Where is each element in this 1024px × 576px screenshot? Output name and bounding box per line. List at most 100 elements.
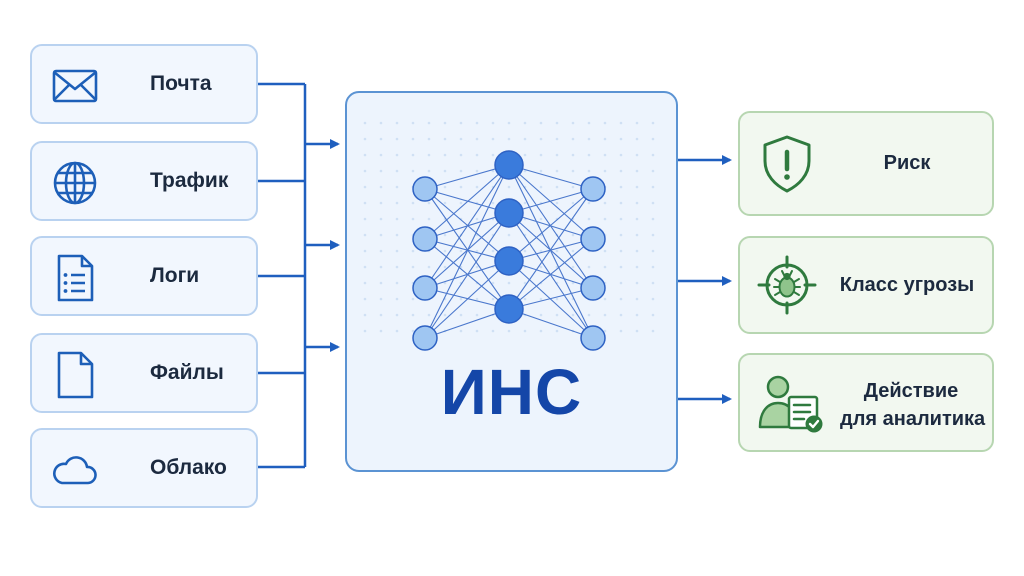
network-edge [424,308,510,339]
background-dot-grid [363,121,655,333]
background-dot [571,153,575,157]
neural-network-block: ИНС [345,91,678,472]
hidden-node [494,150,524,180]
background-dot [475,249,479,253]
background-dot [379,201,383,205]
background-dot [651,185,655,189]
network-edge [508,238,594,310]
output-label-analyst-line1: Действие [863,380,959,402]
background-dot [379,217,383,221]
background-dot [651,201,655,205]
background-dot [363,313,367,317]
network-edge [424,260,510,339]
network-nodes [412,150,606,351]
background-dot [635,121,639,125]
background-dot [395,185,399,189]
background-dot [539,217,543,221]
background-dot [395,153,399,157]
background-dot [523,137,527,141]
background-dot [619,153,623,157]
background-dot [603,297,607,301]
background-dot [475,185,479,189]
background-dot [459,185,463,189]
background-dot [507,121,511,125]
background-dot [587,313,591,317]
background-dot [363,281,367,285]
background-dot [635,201,639,205]
network-edge [508,164,594,339]
background-dot [411,121,415,125]
background-dot [507,137,511,141]
background-dot [459,121,463,125]
globe-icon [53,161,97,205]
hidden-node [494,294,524,324]
background-dot [443,249,447,253]
background-dot [619,137,623,141]
background-dot [443,201,447,205]
neural-network-icon [363,121,655,351]
background-dot [395,281,399,285]
background-dot [411,313,415,317]
background-dot [475,313,479,317]
network-edge [508,308,594,339]
background-dot [523,281,527,285]
background-dot [523,153,527,157]
network-edge [424,212,510,339]
background-dot [395,233,399,237]
input-source-cloud: Облако [30,428,258,508]
background-dot [363,201,367,205]
hidden-node [494,246,524,276]
background-dot [363,153,367,157]
background-dot [491,281,495,285]
background-dot [603,137,607,141]
background-dot [443,169,447,173]
background-dot [571,233,575,237]
background-dot [571,169,575,173]
output-node [580,325,606,351]
background-dot [475,169,479,173]
background-dot [555,169,559,173]
background-dot [571,201,575,205]
background-dot [411,329,415,333]
background-dot [619,169,623,173]
output-node [580,275,606,301]
background-dot [651,169,655,173]
input-label-traffic: Трафик [150,169,229,192]
output-risk: Риск [738,111,994,216]
background-dot [411,265,415,269]
background-dot [363,249,367,253]
background-dot [555,121,559,125]
background-dot [539,137,543,141]
background-dot [379,137,383,141]
background-dot [427,153,431,157]
background-dot [555,153,559,157]
background-dot [379,281,383,285]
background-dot [651,217,655,221]
background-dot [619,201,623,205]
background-dot [619,249,623,253]
background-dot [363,233,367,237]
background-dot [587,121,591,125]
background-dot [571,137,575,141]
background-dot [443,137,447,141]
network-edge [424,188,510,262]
background-dot [475,137,479,141]
output-threat-class: Класс угрозы [738,236,994,334]
output-node [580,176,606,202]
output-label-risk: Риск [883,152,931,174]
shield-alert-icon [763,135,811,193]
background-dot [395,121,399,125]
background-dot [619,297,623,301]
background-dot [379,297,383,301]
background-dot [395,265,399,269]
background-dot [539,313,543,317]
background-dot [603,329,607,333]
background-dot [443,313,447,317]
background-dot [411,153,415,157]
background-dot [603,313,607,317]
background-dot [635,153,639,157]
file-icon [57,351,94,399]
background-dot [459,313,463,317]
background-dot [427,313,431,317]
background-dot [587,217,591,221]
